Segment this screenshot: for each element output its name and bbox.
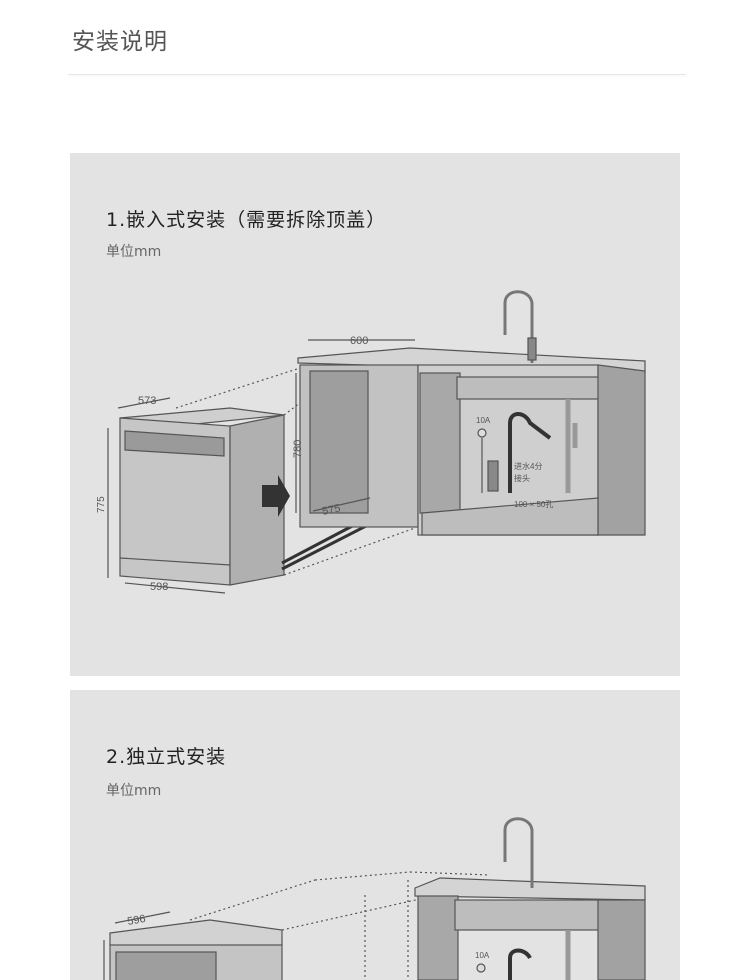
cabinet-width-dimension: 600 — [350, 335, 368, 347]
width-dimension: 598 — [150, 581, 168, 593]
cabinet-depth-dimension: 575 — [321, 502, 341, 518]
built-in-installation-panel: 1.嵌入式安装（需要拆除顶盖） 单位mm 775 — [70, 153, 680, 676]
hole-label: 100 × 50孔 — [514, 500, 553, 509]
cabinet-height-dimension: 780 — [292, 440, 304, 458]
section-heading: 2.独立式安装 — [106, 746, 227, 768]
section-heading: 1.嵌入式安装（需要拆除顶盖） — [106, 209, 387, 231]
depth-dimension: 573 — [138, 395, 156, 407]
svg-text:775: 775 — [96, 496, 107, 513]
socket-label: 10A — [476, 416, 491, 425]
freestanding-installation-diagram: 596 10A — [103, 817, 646, 980]
unit-label: 单位mm — [106, 244, 162, 260]
inlet-label-1: 进水4分 — [514, 461, 542, 471]
inlet-label-2: 接头 — [514, 473, 530, 483]
depth-dimension: 596 — [126, 913, 146, 928]
page-title: 安装说明 — [72, 29, 168, 55]
socket-label: 10A — [475, 951, 490, 960]
unit-label: 单位mm — [106, 783, 162, 799]
built-in-installation-diagram: 775 — [96, 290, 646, 594]
freestanding-installation-panel: 2.独立式安装 单位mm 596 1 — [70, 690, 680, 980]
divider — [68, 74, 686, 75]
